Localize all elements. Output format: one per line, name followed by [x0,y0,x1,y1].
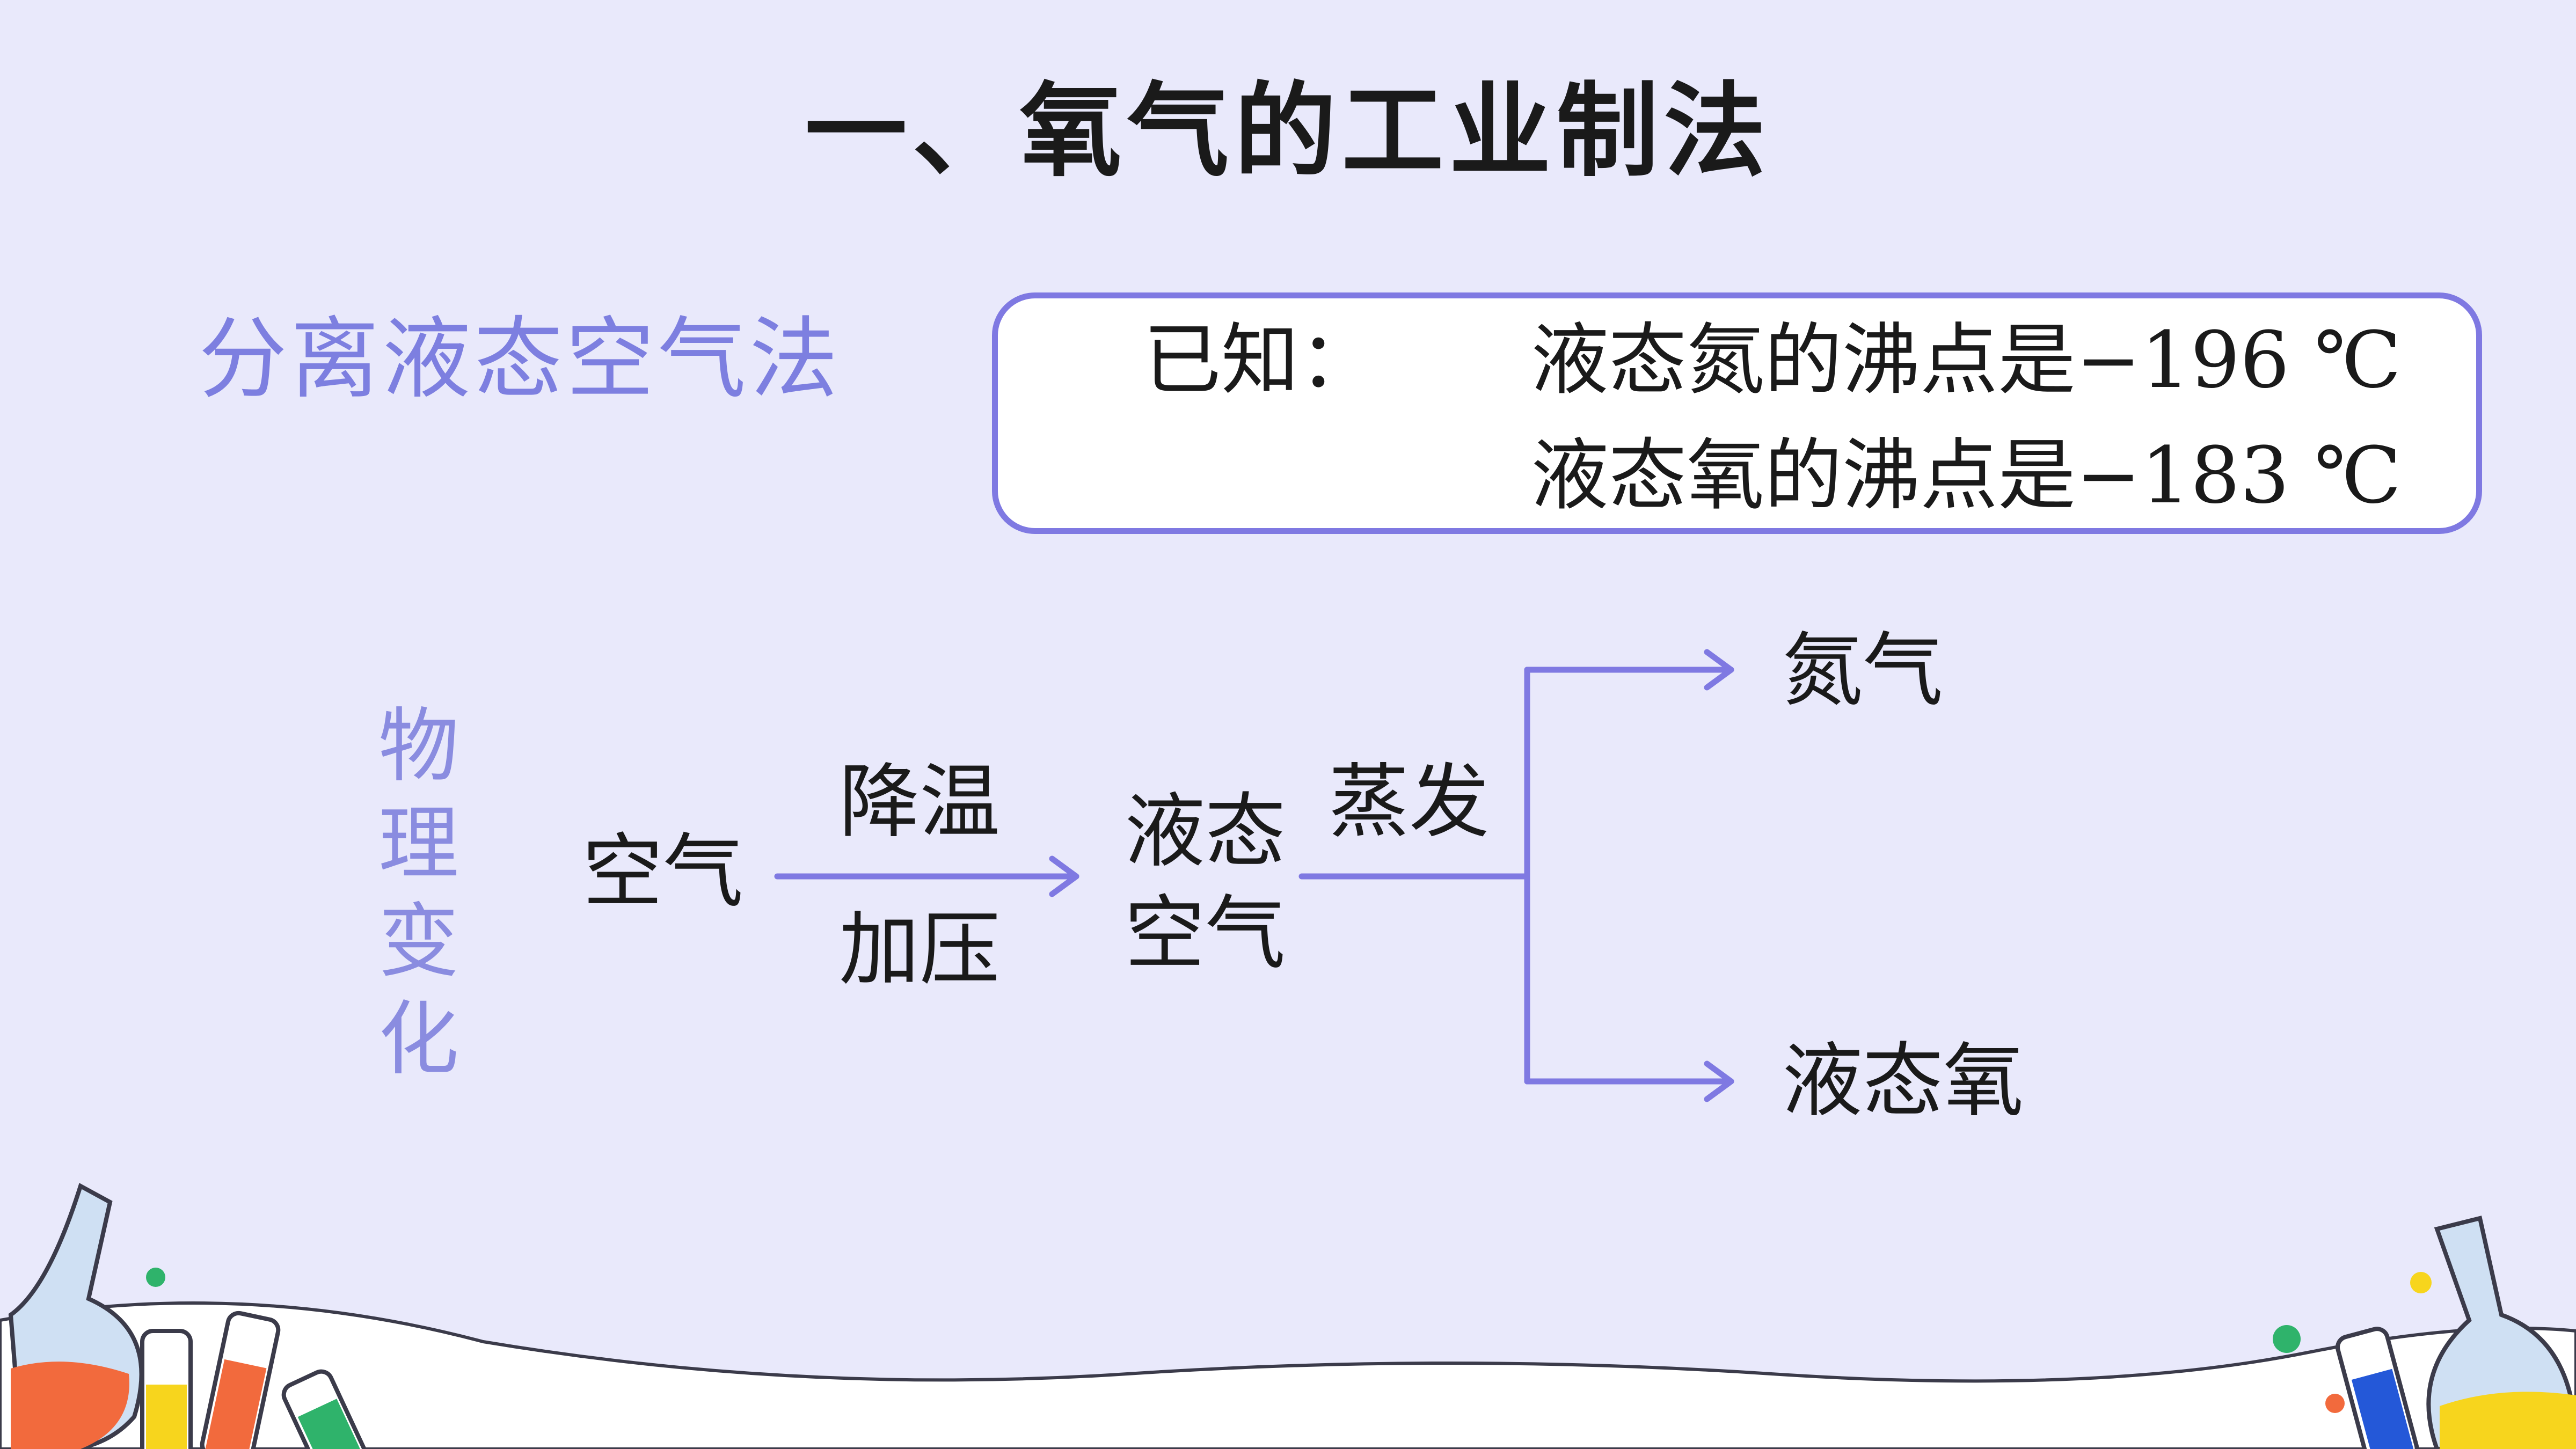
flask-icon [2273,1216,2576,1449]
change-type-char: 变 [378,895,459,989]
step-cooling-label: 降温 [839,756,1001,849]
method-heading: 分离液态空气法 [199,308,841,411]
known-label: 已知： [1143,315,1377,406]
step-pressurize-label: 加压 [839,903,1001,997]
change-type-char: 化 [378,993,459,1086]
slide-title: 一、氧气的工业制法 [805,71,1771,191]
change-type-char: 物 [378,700,459,793]
ground-hills [0,1301,2576,1449]
node-liquid-air-line: 空气 [1124,887,1286,980]
arrowhead [1704,1060,1734,1102]
arrowhead [1049,855,1079,897]
node-liquid-oxygen: 液态氧 [1782,1035,2024,1128]
node-liquid-air-line: 液态 [1124,785,1286,879]
node-nitrogen: 氮气 [1782,624,1944,718]
oxygen-boiling-point: 液态氧的沸点是−183 ℃ [1531,430,2402,521]
change-type-label: 物 理 变 化 [376,698,462,1088]
test-tube-icon [140,1311,371,1449]
change-type-char: 理 [378,797,459,891]
node-air: 空气 [582,825,744,919]
known-info-box [992,292,2482,534]
arrowhead [1704,649,1734,691]
nitrogen-boiling-point: 液态氮的沸点是−196 ℃ [1531,315,2402,406]
flask-icon [8,1183,165,1449]
test-tube-icon [2336,1327,2419,1449]
step-evaporate-label: 蒸发 [1329,756,1490,849]
node-liquid-air: 液态 空气 [1119,781,1291,985]
